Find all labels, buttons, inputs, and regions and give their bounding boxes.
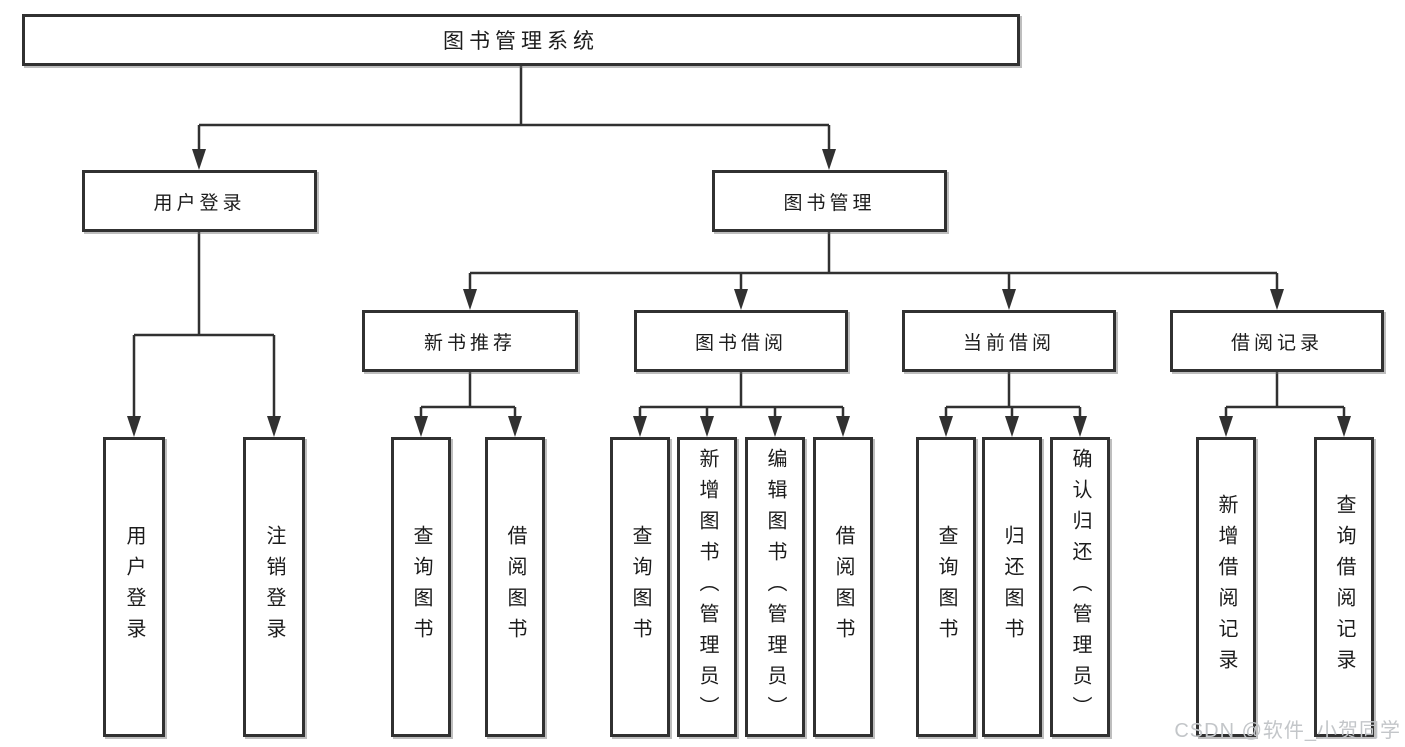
node-label: 图书借阅	[694, 332, 787, 354]
leaf-query-books-current: 查询图书	[916, 437, 976, 737]
node-new-book-recommendation: 新书推荐	[362, 310, 578, 372]
leaf-return-books: 归还图书	[982, 437, 1042, 737]
node-label: 用户登录	[123, 525, 145, 649]
edge-book-borrowing-to-leaves	[633, 372, 850, 437]
node-label: 用户登录	[153, 192, 246, 214]
edge-borrowing-records-to-leaves	[1219, 372, 1351, 437]
node-library-management-system: 图书管理系统	[22, 14, 1020, 66]
node-label: 归还图书	[1001, 525, 1023, 649]
node-label: 借阅图书	[832, 525, 854, 649]
node-label: 查询图书	[410, 525, 432, 649]
leaf-add-book-admin: 新增图书（管理员）	[677, 437, 737, 737]
edge-root-to-level2	[192, 65, 836, 170]
leaf-user-login: 用户登录	[103, 437, 165, 737]
leaf-edit-book-admin: 编辑图书（管理员）	[745, 437, 805, 737]
leaf-confirm-return-admin: 确认归还（管理员）	[1050, 437, 1110, 737]
node-label: 查询借阅记录	[1333, 494, 1355, 680]
node-label: 确认归还（管理员）	[1069, 447, 1091, 727]
node-label: 查询图书	[935, 525, 957, 649]
node-label: 新增图书（管理员）	[696, 447, 718, 727]
edge-book-management-to-level3	[463, 232, 1284, 310]
edge-user-login-to-leaves	[127, 232, 281, 437]
node-label: 图书管理	[783, 192, 876, 214]
node-label: 借阅图书	[504, 525, 526, 649]
node-label: 借阅记录	[1230, 332, 1323, 354]
edge-current-borrowing-to-leaves	[939, 372, 1087, 437]
node-label: 新增借阅记录	[1215, 494, 1237, 680]
leaf-add-borrow-record: 新增借阅记录	[1196, 437, 1256, 737]
leaf-logout: 注销登录	[243, 437, 305, 737]
node-label: 查询图书	[629, 525, 651, 649]
node-borrowing-records: 借阅记录	[1170, 310, 1384, 372]
node-label: 图书管理系统	[443, 30, 599, 53]
node-label: 新书推荐	[423, 332, 516, 354]
node-current-borrowing: 当前借阅	[902, 310, 1116, 372]
csdn-watermark: CSDN @软件_小贺同学	[1174, 720, 1401, 742]
node-book-borrowing: 图书借阅	[634, 310, 848, 372]
leaf-borrow-books-borrowing: 借阅图书	[813, 437, 873, 737]
node-label: 编辑图书（管理员）	[764, 447, 786, 727]
node-book-management: 图书管理	[712, 170, 947, 232]
edge-new-book-recommendation-to-leaves	[414, 372, 522, 437]
node-label: 注销登录	[263, 525, 285, 649]
leaf-query-borrow-record: 查询借阅记录	[1314, 437, 1374, 737]
node-label: 当前借阅	[962, 332, 1055, 354]
leaf-query-books-borrowing: 查询图书	[610, 437, 670, 737]
leaf-query-books-recommend: 查询图书	[391, 437, 451, 737]
node-user-login: 用户登录	[82, 170, 317, 232]
leaf-borrow-books-recommend: 借阅图书	[485, 437, 545, 737]
